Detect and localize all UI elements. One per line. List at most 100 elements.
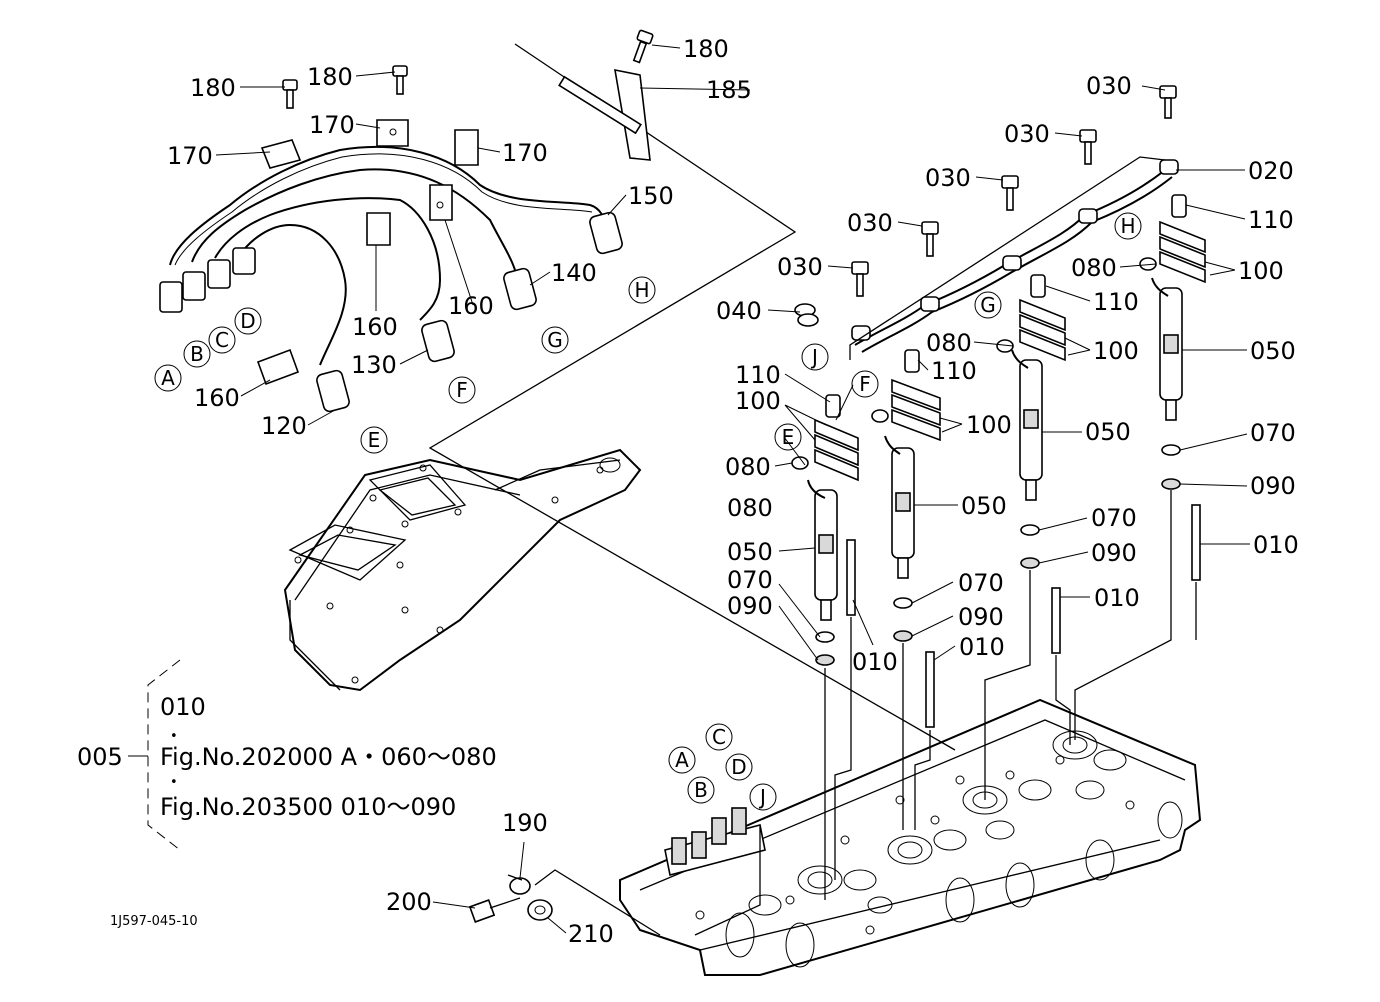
circle-letter-f-pipe: F [448, 376, 476, 404]
cylinder-head [468, 698, 1202, 976]
circle-letter-g-nozzle: G [974, 291, 1002, 319]
callout-140: 140 [551, 259, 597, 287]
circle-letter-b-head: B [687, 776, 715, 804]
circle-letter-h-nozzle: H [1114, 212, 1142, 240]
bolt-200 [468, 897, 521, 923]
note-block: 005 010 • Fig.No.202000 A・060～080 • Fig.… [77, 659, 497, 851]
callout-180-a: 180 [190, 74, 236, 102]
callout-090-b: 090 [1091, 539, 1137, 567]
callout-030-a: 030 [1086, 72, 1132, 100]
callout-030-d: 030 [847, 209, 893, 237]
callout-050-a: 050 [1250, 337, 1296, 365]
note-dot-2: • [170, 775, 178, 790]
callout-170-a: 170 [167, 142, 213, 170]
callout-160-b: 160 [448, 292, 494, 320]
circle-letter-h-pipe: H [628, 276, 656, 304]
svg-text:H: H [634, 278, 649, 302]
svg-text:F: F [859, 372, 871, 396]
callout-100-c: 100 [966, 411, 1012, 439]
callout-030-e: 030 [777, 253, 823, 281]
callout-080-b: 080 [926, 329, 972, 357]
callout-090-a: 090 [1250, 472, 1296, 500]
svg-text:C: C [215, 328, 229, 352]
callout-190: 190 [502, 809, 548, 837]
callout-200: 200 [386, 888, 432, 916]
svg-text:J: J [810, 345, 818, 369]
callout-030-b: 030 [1004, 120, 1050, 148]
circle-letter-c-pipe: C [208, 326, 236, 354]
clip-210 [527, 899, 553, 921]
svg-text:B: B [190, 342, 204, 366]
callout-040: 040 [716, 297, 762, 325]
callout-080-c: 080 [725, 453, 771, 481]
svg-text:J: J [758, 785, 766, 809]
callout-090-c: 090 [958, 603, 1004, 631]
leader-lines-vertical [694, 490, 1197, 936]
callout-080-a: 080 [1071, 254, 1117, 282]
svg-text:H: H [1120, 214, 1135, 238]
svg-text:C: C [712, 725, 726, 749]
bolts-180 [282, 29, 654, 109]
callout-030-c: 030 [925, 164, 971, 192]
circle-letter-f-nozzle: F [851, 370, 879, 398]
callout-110-b: 110 [1093, 288, 1139, 316]
callout-050-b: 050 [1085, 418, 1131, 446]
circle-letter-d-pipe: D [234, 307, 262, 335]
callout-010-a: 010 [1253, 531, 1299, 559]
circle-letter-j-head: J [749, 783, 777, 811]
callout-160-a: 160 [352, 313, 398, 341]
callout-170-b: 170 [309, 111, 355, 139]
callout-210: 210 [568, 920, 614, 948]
svg-text:D: D [240, 309, 255, 333]
leak-off-pipe [794, 85, 1179, 353]
callout-010-d: 010 [852, 648, 898, 676]
callout-110-d: 110 [735, 361, 781, 389]
note-line-010: 010 [160, 693, 206, 721]
nozzle-2 [884, 435, 915, 642]
clamps [256, 119, 479, 386]
callout-160-c: 160 [194, 384, 240, 412]
nozzle-holders [807, 277, 1183, 666]
callout-100-b: 100 [1093, 337, 1139, 365]
callout-leaders [215, 44, 1250, 934]
note-ref-005: 005 [77, 743, 123, 771]
callout-020: 020 [1248, 157, 1294, 185]
svg-text:D: D [731, 755, 746, 779]
pipe-nozzle-nuts [316, 211, 623, 413]
bolts-030 [851, 85, 1177, 297]
circle-letter-a-head: A [668, 746, 696, 774]
callout-100-d: 100 [735, 387, 781, 415]
note-line-fig203500: Fig.No.203500 010～090 [160, 793, 456, 821]
nozzle-1 [807, 479, 838, 666]
callout-numbers: 180 180 180 185 170 170 170 150 140 130 … [167, 35, 1299, 948]
circle-letter-b-pipe: B [183, 340, 211, 368]
circle-letter-e-nozzle: E [774, 423, 802, 451]
callout-070-d: 070 [727, 566, 773, 594]
callout-130: 130 [351, 351, 397, 379]
callout-120: 120 [261, 412, 307, 440]
svg-text:F: F [456, 378, 468, 402]
injection-pipes [169, 145, 606, 366]
svg-text:E: E [782, 425, 795, 449]
svg-text:B: B [694, 778, 708, 802]
bracket-190 [507, 874, 531, 895]
studs-010 [846, 504, 1201, 728]
leader-line-assembly [428, 43, 956, 751]
circle-letter-c-head: C [705, 723, 733, 751]
svg-text:G: G [980, 293, 996, 317]
leader-line-leakoff [849, 156, 1166, 360]
circle-letter-j-leakoff: J [801, 343, 829, 371]
svg-text:A: A [161, 366, 175, 390]
figure-code: 1J597-045-10 [110, 914, 198, 929]
callout-170-c: 170 [502, 139, 548, 167]
svg-text:G: G [547, 328, 563, 352]
note-line-fig202000: Fig.No.202000 A・060～080 [160, 743, 497, 771]
circle-letter-g-pipe: G [541, 326, 569, 354]
callout-010-b: 010 [1094, 584, 1140, 612]
nozzle-4 [1151, 277, 1183, 490]
callout-180-c: 180 [683, 35, 729, 63]
callout-110-c: 110 [931, 357, 977, 385]
svg-text:A: A [675, 748, 689, 772]
callout-080-d: 080 [727, 494, 773, 522]
intake-manifold [283, 448, 642, 692]
